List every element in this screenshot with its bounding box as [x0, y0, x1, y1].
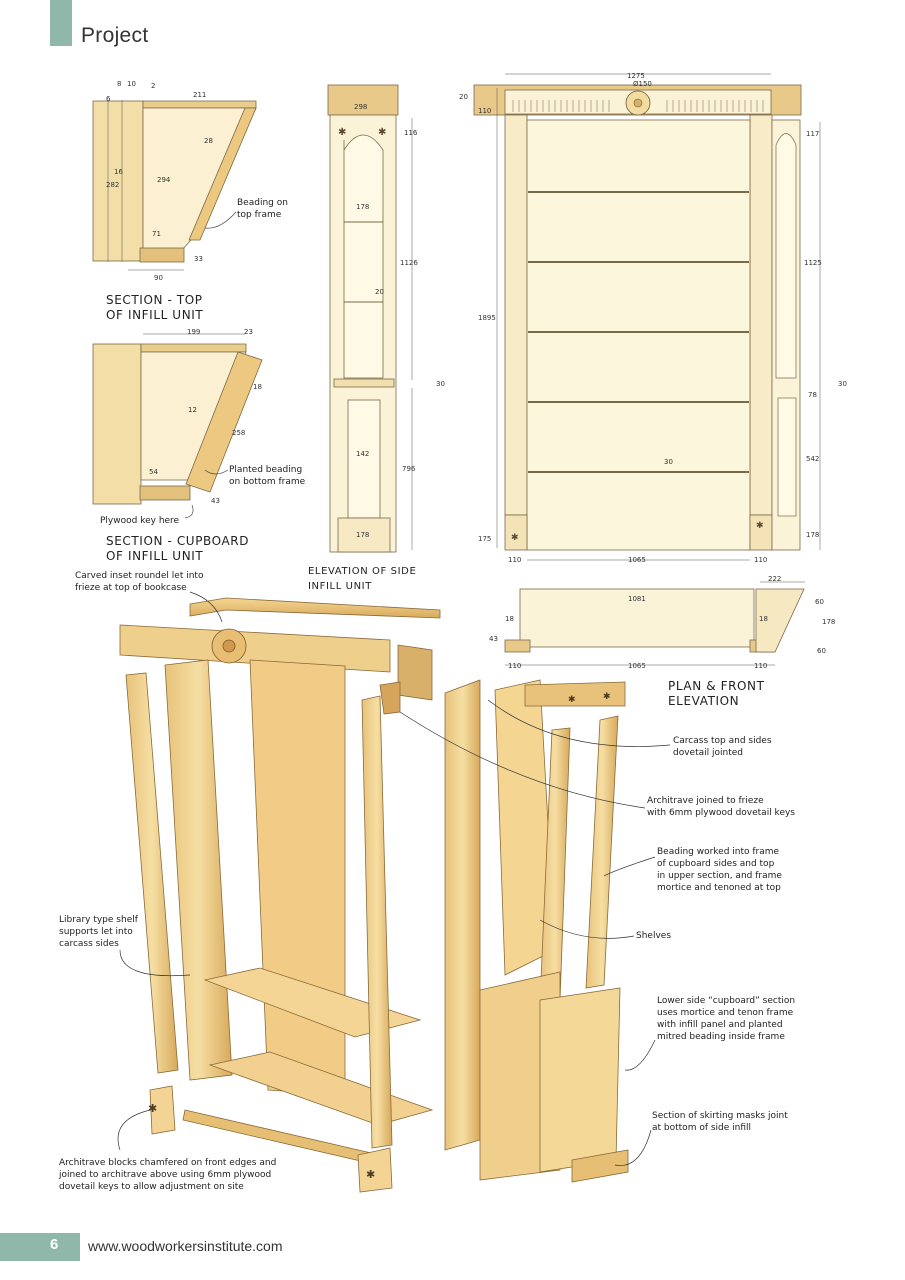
dim-label: 542: [806, 455, 820, 463]
note-carcass-dovetail: Carcass top and sides dovetail jointed: [673, 736, 772, 758]
dim-label: 18: [759, 615, 768, 623]
header-accent-bar: [50, 0, 72, 46]
svg-text:✱: ✱: [756, 520, 764, 530]
dim-label: 178: [822, 618, 836, 626]
dim-label: 142: [356, 450, 370, 458]
dim-label: 90: [154, 274, 163, 282]
dim-label: 30: [664, 458, 673, 466]
note-shelves: Shelves: [636, 931, 672, 941]
note-architrave-frieze: Architrave joined to frieze with 6mm ply…: [647, 796, 795, 818]
svg-text:✱: ✱: [511, 532, 519, 542]
dim-label: 110: [508, 662, 522, 670]
dim-label: 60: [815, 598, 824, 606]
dim-label: 110: [754, 556, 768, 564]
dim-label: 54: [149, 468, 158, 476]
dim-label: 78: [808, 391, 817, 399]
note-library-shelf: Library type shelf supports let into car…: [59, 915, 138, 949]
dim-label: 294: [157, 176, 171, 184]
dim-label: 18: [253, 383, 262, 391]
dim-label: 1065: [628, 556, 646, 564]
svg-text:✱: ✱: [378, 127, 386, 138]
dim-label: 10: [127, 80, 136, 88]
dim-label: 16: [114, 168, 123, 176]
dim-label: 110: [754, 662, 768, 670]
dim-label: 23: [244, 328, 253, 336]
dim-label: 71: [152, 230, 161, 238]
dim-label: 20: [375, 288, 384, 296]
footer-accent-bar: [0, 1233, 80, 1261]
caption-section-top: SECTION - TOP OF INFILL UNIT: [106, 293, 204, 322]
dim-label: 199: [187, 328, 201, 336]
dim-label: 796: [402, 465, 416, 473]
dim-label: 1895: [478, 314, 496, 322]
page-section-title: Project: [81, 24, 149, 47]
dim-label: 1065: [628, 662, 646, 670]
caption-side-elevation: ELEVATION OF SIDE INFILL UNIT: [308, 566, 417, 592]
dim-label: 258: [232, 429, 246, 437]
dim-label: 43: [489, 635, 498, 643]
dim-label: 1081: [628, 595, 646, 603]
dim-label: Ø150: [633, 80, 652, 88]
dim-label: 1275: [627, 72, 645, 80]
dim-label: 8: [117, 80, 122, 88]
dim-label: 222: [768, 575, 782, 583]
dim-label: 117: [806, 130, 820, 138]
dim-label: 18: [505, 615, 514, 623]
exploded-view-drawing: ✱ ✱ ✱ ✱: [119, 597, 629, 1193]
dim-label: 110: [508, 556, 522, 564]
dim-label: 110: [478, 107, 492, 115]
dim-label: 6: [106, 95, 111, 103]
caption-section-cupboard: SECTION - CUPBOARD OF INFILL UNIT: [106, 534, 250, 563]
svg-text:✱: ✱: [148, 1103, 157, 1115]
note-planted-beading: Planted beading on bottom frame: [229, 465, 306, 487]
footer-url: www.woodworkersinstitute.com: [88, 1238, 283, 1254]
page-number: 6: [50, 1236, 59, 1253]
dim-label: 2: [151, 82, 156, 90]
note-architrave-blocks: Architrave blocks chamfered on front edg…: [59, 1158, 277, 1192]
plan-drawing: [504, 581, 805, 666]
dim-label: 282: [106, 181, 120, 189]
dim-label: 12: [188, 406, 197, 414]
svg-text:✱: ✱: [568, 694, 576, 704]
dim-label: 33: [194, 255, 203, 263]
svg-text:✱: ✱: [603, 691, 611, 701]
note-beading-frame: Beading worked into frame of cupboard si…: [657, 847, 782, 893]
note-beading-top: Beading on top frame: [237, 198, 288, 220]
dim-label: 20: [459, 93, 468, 101]
svg-text:✱: ✱: [366, 1169, 375, 1181]
dim-label: 211: [193, 91, 207, 99]
dim-label: 1125: [804, 259, 822, 267]
section-cupboard-drawing: [92, 333, 263, 519]
dim-label: 30: [838, 380, 847, 388]
dim-label: 116: [404, 129, 418, 137]
dim-label: 43: [211, 497, 220, 505]
side-elevation-drawing: ✱ ✱: [327, 84, 413, 553]
note-plywood-key: Plywood key here: [100, 516, 180, 526]
section-top-drawing: [92, 100, 257, 271]
caption-plan-front: PLAN & FRONT ELEVATION: [668, 679, 765, 708]
dim-label: 28: [204, 137, 213, 145]
note-carved-roundel: Carved inset roundel let into frieze at …: [75, 571, 204, 593]
dim-label: 178: [356, 203, 370, 211]
note-skirting: Section of skirting masks joint at botto…: [652, 1111, 788, 1133]
dim-label: 60: [817, 647, 826, 655]
front-elevation-drawing: ✱ ✱: [473, 73, 821, 561]
dim-label: 1126: [400, 259, 418, 267]
dim-label: 175: [478, 535, 492, 543]
dim-label: 298: [354, 103, 368, 111]
note-lower-cupboard: Lower side “cupboard” section uses morti…: [657, 996, 796, 1042]
dim-label: 178: [806, 531, 820, 539]
dim-label: 178: [356, 531, 370, 539]
svg-text:✱: ✱: [338, 127, 346, 138]
dim-label: 30: [436, 380, 445, 388]
annotation-leaders: [117, 591, 671, 1166]
